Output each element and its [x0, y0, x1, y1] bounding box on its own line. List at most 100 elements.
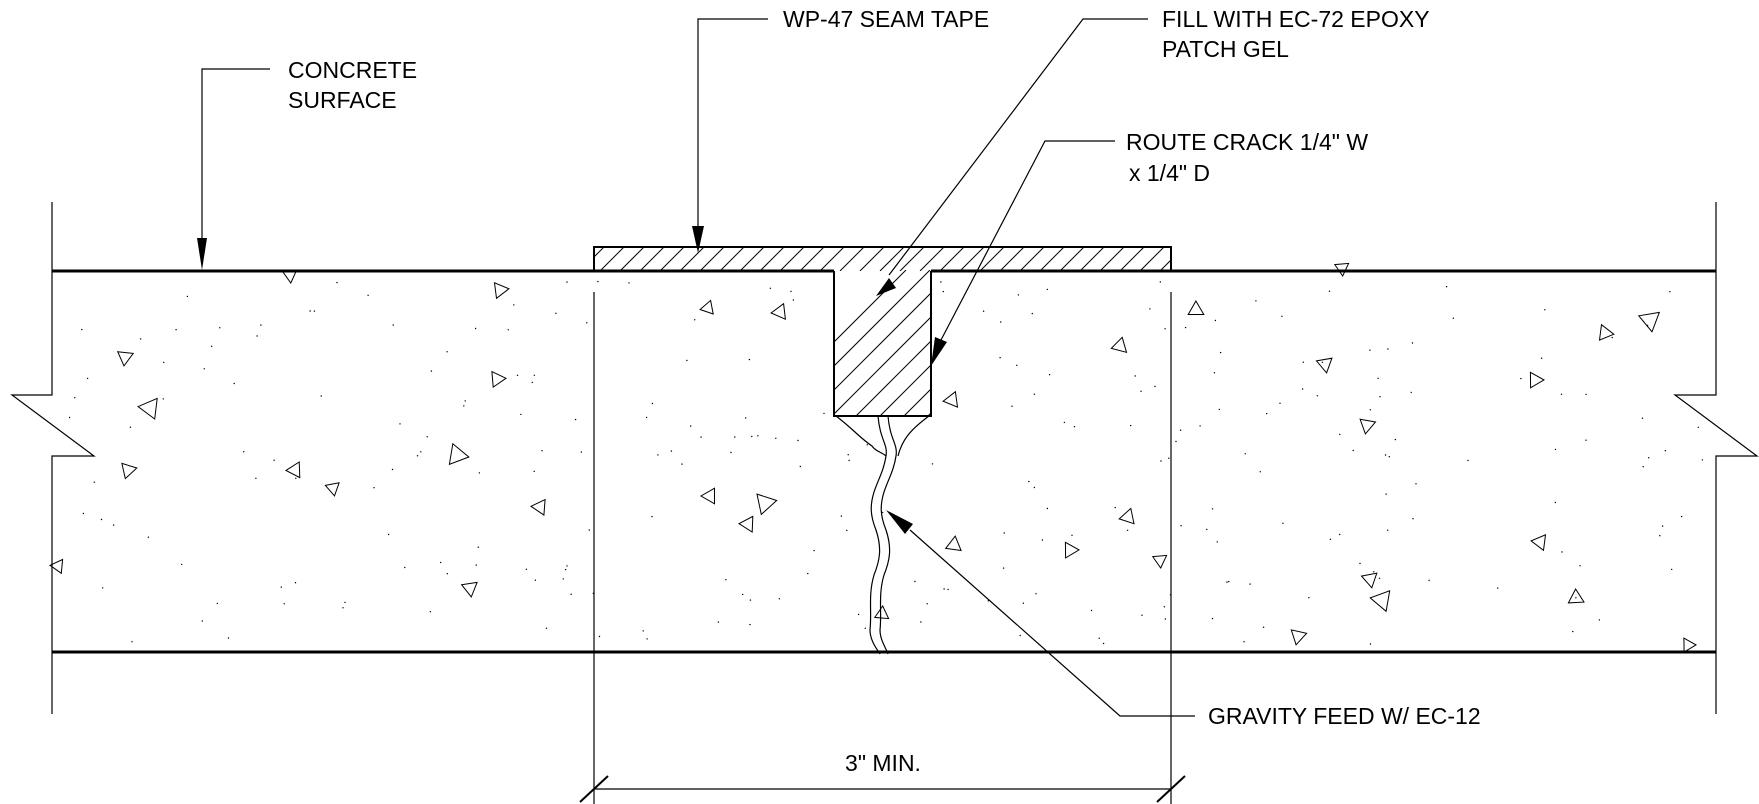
concrete-speckle: [1373, 571, 1375, 573]
concrete-speckle: [163, 361, 165, 364]
concrete-speckle: [1671, 568, 1673, 571]
concrete-speckle: [1159, 281, 1162, 283]
concrete-speckle: [580, 451, 582, 453]
concrete-speckle: [1697, 426, 1700, 428]
aggregate-triangle: [738, 515, 754, 533]
tape-hatch-line: [1019, 247, 1045, 271]
seam-tape-outline: [593, 246, 1172, 271]
concrete-speckle: [694, 319, 696, 321]
concrete-speckle: [1163, 606, 1166, 608]
aggregate-triangle: [1290, 629, 1308, 646]
tape-hatch-line: [1079, 247, 1105, 271]
concrete-speckle: [1179, 429, 1182, 431]
concrete-speckle: [1016, 364, 1018, 366]
tape-hatch-line: [1119, 247, 1145, 271]
concrete-speckle: [1701, 459, 1704, 461]
concrete-speckle: [387, 533, 390, 536]
concrete-speckle: [429, 611, 432, 613]
concrete-speckle: [1279, 402, 1281, 404]
concrete-speckle: [1328, 290, 1331, 292]
concrete-speckle: [734, 436, 736, 438]
concrete-speckle: [1214, 319, 1217, 322]
concrete-speckle: [730, 451, 732, 454]
concrete-speckle: [1180, 525, 1182, 527]
concrete-speckle: [586, 322, 588, 324]
aggregate-triangle: [493, 282, 510, 300]
concrete-speckle: [1669, 291, 1671, 293]
concrete-speckle: [344, 601, 346, 604]
concrete-speckle: [1218, 408, 1221, 411]
fill-hatch-line: [834, 292, 931, 391]
label-seam-tape: WP-47 SEAM TAPE: [783, 6, 989, 32]
tape-hatch-line: [799, 247, 825, 271]
concrete-speckle: [1661, 525, 1664, 527]
concrete-speckle: [1385, 493, 1387, 495]
fill-hatch-line: [952, 270, 1098, 416]
concrete-speckle: [645, 416, 648, 419]
concrete-speckle: [446, 573, 448, 575]
concrete-speckle: [657, 454, 659, 456]
concrete-speckle: [1664, 450, 1667, 452]
concrete-speckle: [1226, 581, 1228, 583]
concrete-speckle: [1164, 328, 1166, 330]
concrete-speckle: [440, 561, 442, 564]
concrete-speckle: [1377, 377, 1379, 379]
concrete-speckle: [790, 290, 792, 293]
concrete-speckle: [1022, 602, 1025, 604]
concrete-speckle: [1642, 466, 1644, 468]
tape-hatch-line: [979, 247, 1005, 271]
tape-hatch-line: [1039, 247, 1065, 271]
concrete-speckle: [464, 400, 466, 402]
concrete-speckle: [1114, 506, 1116, 509]
concrete-speckle: [181, 563, 183, 566]
break-line-right: [1673, 202, 1759, 714]
aggregate-triangle: [873, 605, 890, 620]
concrete-speckle: [373, 487, 375, 489]
concrete-speckle: [1126, 529, 1129, 531]
label-dimension: 3" MIN.: [845, 750, 921, 776]
concrete-speckle: [255, 477, 257, 479]
concrete-speckle: [100, 518, 103, 521]
concrete-speckle: [1585, 393, 1587, 396]
concrete-speckle: [947, 588, 949, 591]
concrete-speckle: [742, 593, 744, 596]
concrete-speckle: [391, 468, 394, 471]
concrete-speckle: [1572, 630, 1574, 633]
concrete-speckle: [745, 417, 747, 419]
concrete-speckle: [1259, 471, 1262, 473]
concrete-speckle: [139, 338, 142, 340]
concrete-speckle: [216, 602, 218, 605]
concrete-speckle: [700, 436, 702, 438]
concrete-speckle: [1585, 439, 1587, 441]
aggregate-triangle: [1637, 311, 1661, 333]
tape-hatch-line: [699, 247, 725, 271]
concrete-speckle: [1249, 583, 1251, 585]
aggregate-triangle: [1110, 336, 1128, 354]
concrete-speckle: [1000, 321, 1002, 323]
concrete-speckle: [1520, 377, 1522, 380]
tape-hatch-line: [899, 247, 925, 271]
concrete-speckle: [882, 511, 884, 514]
tape-hatch-line: [679, 247, 705, 271]
concrete-speckle: [1540, 357, 1543, 359]
concrete-speckle: [848, 459, 850, 462]
tape-hatch-line: [1180, 247, 1204, 271]
concrete-speckle: [792, 299, 795, 301]
aggregate-triangle: [49, 558, 64, 575]
concrete-slab: [52, 269, 1716, 654]
aggregate-triangle: [285, 461, 301, 479]
concrete-speckle: [1561, 551, 1563, 553]
concrete-speckle: [1560, 393, 1563, 395]
aggregate-triangle: [756, 493, 778, 516]
concrete-speckle: [597, 280, 599, 283]
aggregate-triangle: [460, 581, 478, 598]
tape-hatch-line: [759, 247, 785, 271]
concrete-speckle: [203, 368, 205, 370]
aggregate-triangle: [944, 535, 962, 552]
tape-hatch-line: [739, 247, 765, 271]
concrete-speckle: [1369, 349, 1371, 351]
dimension-3in-min: [579, 775, 1186, 803]
concrete-speckle: [219, 327, 221, 329]
concrete-speckle: [1090, 609, 1093, 612]
concrete-speckle: [642, 630, 644, 632]
